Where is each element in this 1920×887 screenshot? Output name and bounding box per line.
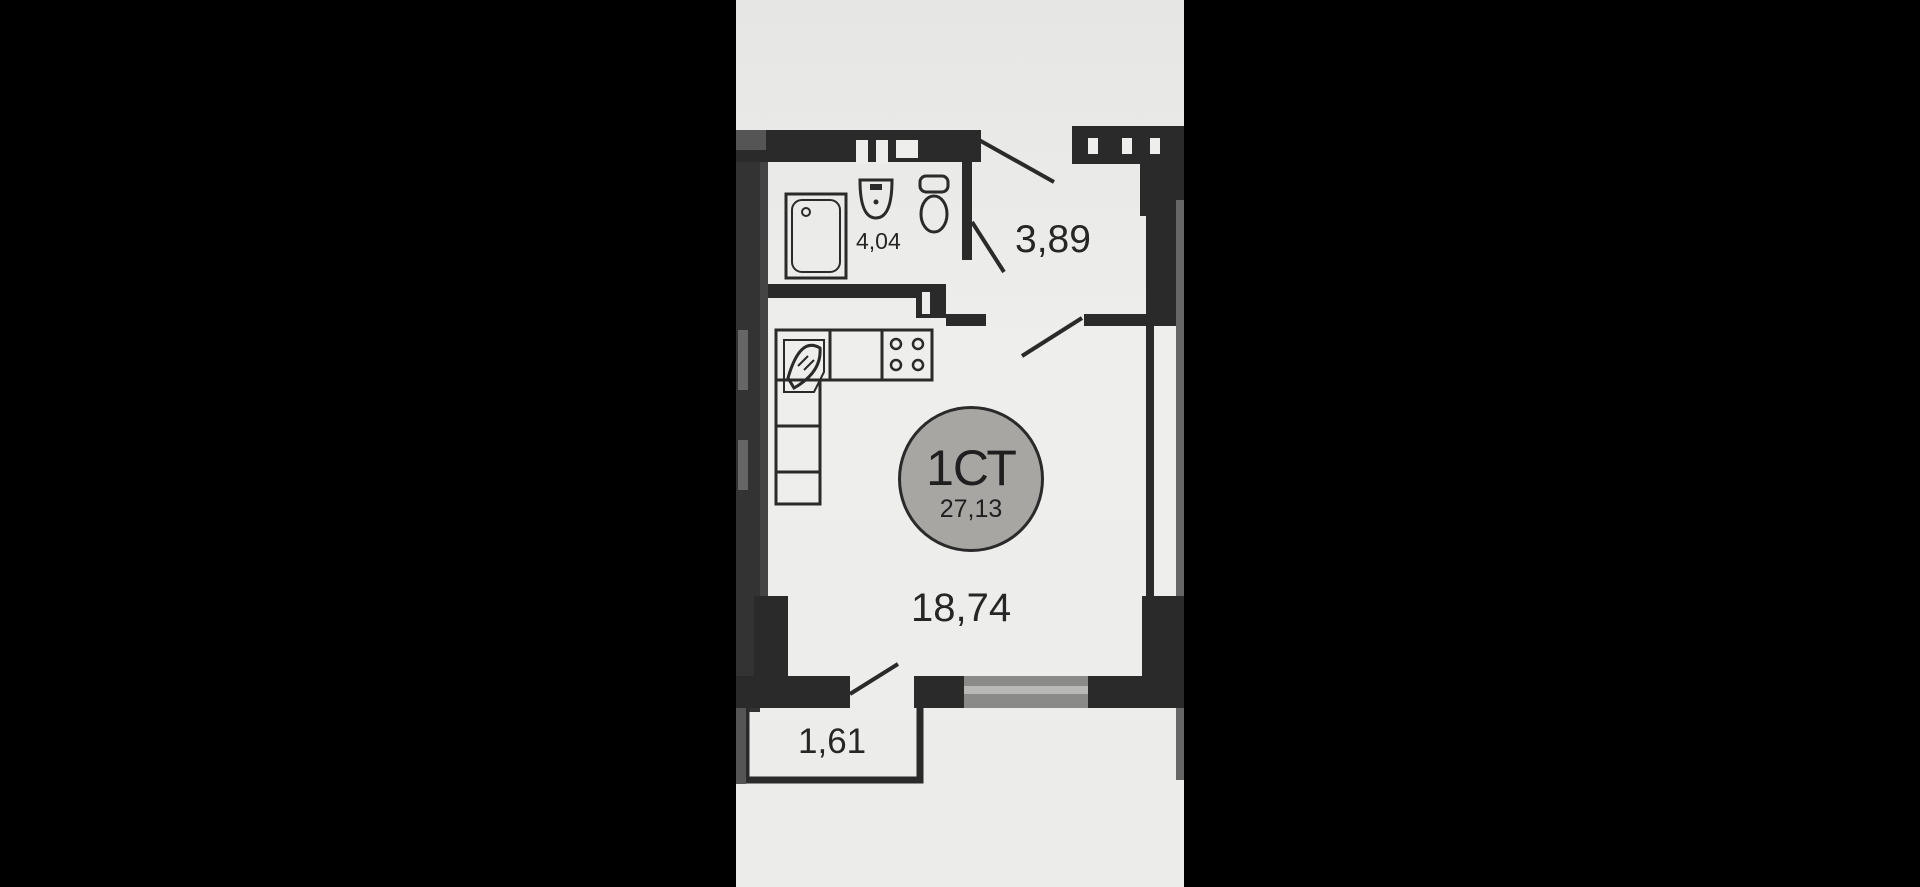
- bottom-wall-right: [1088, 676, 1184, 708]
- left-neighbor-detail: [738, 330, 748, 390]
- top-right-window: [1088, 138, 1098, 154]
- toilet-tank-icon: [918, 174, 950, 194]
- apartment-type-badge: 1СТ 27,13: [898, 406, 1044, 552]
- sink-tap-icon: [870, 184, 882, 190]
- hall-divider-wall: [1084, 314, 1146, 326]
- toilet-bowl-icon: [919, 194, 949, 234]
- sink-drain-icon: [873, 199, 879, 205]
- total-area-label: 27,13: [939, 495, 1003, 523]
- left-inner-wall: [760, 160, 768, 670]
- top-wall-corner: [736, 130, 766, 150]
- kitchen-sink-detail: [797, 355, 809, 367]
- hallway-area-label: 3,89: [1015, 218, 1091, 261]
- kitchen-sink-detail: [803, 359, 815, 371]
- kitchen-corner-outline: [783, 339, 825, 393]
- bath-bottom-wall-block: [916, 284, 946, 318]
- top-right-window: [1150, 138, 1160, 154]
- bath-hall-partition: [962, 160, 972, 260]
- right-neighbor-edge: [1176, 200, 1184, 780]
- bath-window-pane: [856, 140, 868, 164]
- stove-burner-icon: [889, 337, 903, 351]
- apartment-type-label: 1СТ: [926, 440, 1017, 496]
- shower-drain-icon: [801, 207, 811, 217]
- shower-tray: [784, 192, 848, 280]
- balcony-door-leaf: [848, 662, 900, 696]
- balcony-area-label: 1,61: [798, 722, 867, 761]
- bath-window-pane: [876, 140, 888, 164]
- shower-tray-inner: [791, 199, 841, 273]
- stove-burner-icon: [889, 358, 903, 372]
- left-neighbor-detail: [738, 440, 748, 490]
- bath-bottom-vent: [922, 292, 930, 314]
- bottom-wall-left: [736, 676, 850, 708]
- bath-bottom-wall-end: [946, 314, 986, 326]
- stove-burner-icon: [911, 337, 925, 351]
- sink-icon: [858, 178, 894, 220]
- bath-window-pane: [896, 140, 918, 158]
- floor-plan-drawing: [736, 126, 1184, 784]
- balcony-side: [736, 708, 746, 784]
- kitchen-counter-segment: [774, 470, 822, 506]
- entrance-door-leaf: [978, 138, 1055, 184]
- stove-burner-icon: [911, 358, 925, 372]
- bath-door-leaf: [970, 220, 1006, 274]
- bottom-wall-mid: [914, 676, 964, 708]
- floor-plan-photo: 4,04 3,89 18,74 1,61 1СТ 27,13: [736, 0, 1184, 887]
- right-wall-inner-line: [1146, 326, 1154, 596]
- bathroom-area-label: 4,04: [856, 228, 901, 254]
- bottom-window-glass: [964, 686, 1088, 694]
- kitchen-counter-segment: [828, 328, 884, 382]
- kitchen-sink-icon: [786, 343, 822, 391]
- stove-icon: [880, 328, 934, 382]
- room-door-leaf: [1020, 316, 1084, 358]
- top-right-window: [1122, 138, 1132, 154]
- kitchen-counter-segment: [774, 424, 822, 474]
- main-room-area-label: 18,74: [911, 586, 1012, 630]
- bath-bottom-wall: [768, 284, 938, 298]
